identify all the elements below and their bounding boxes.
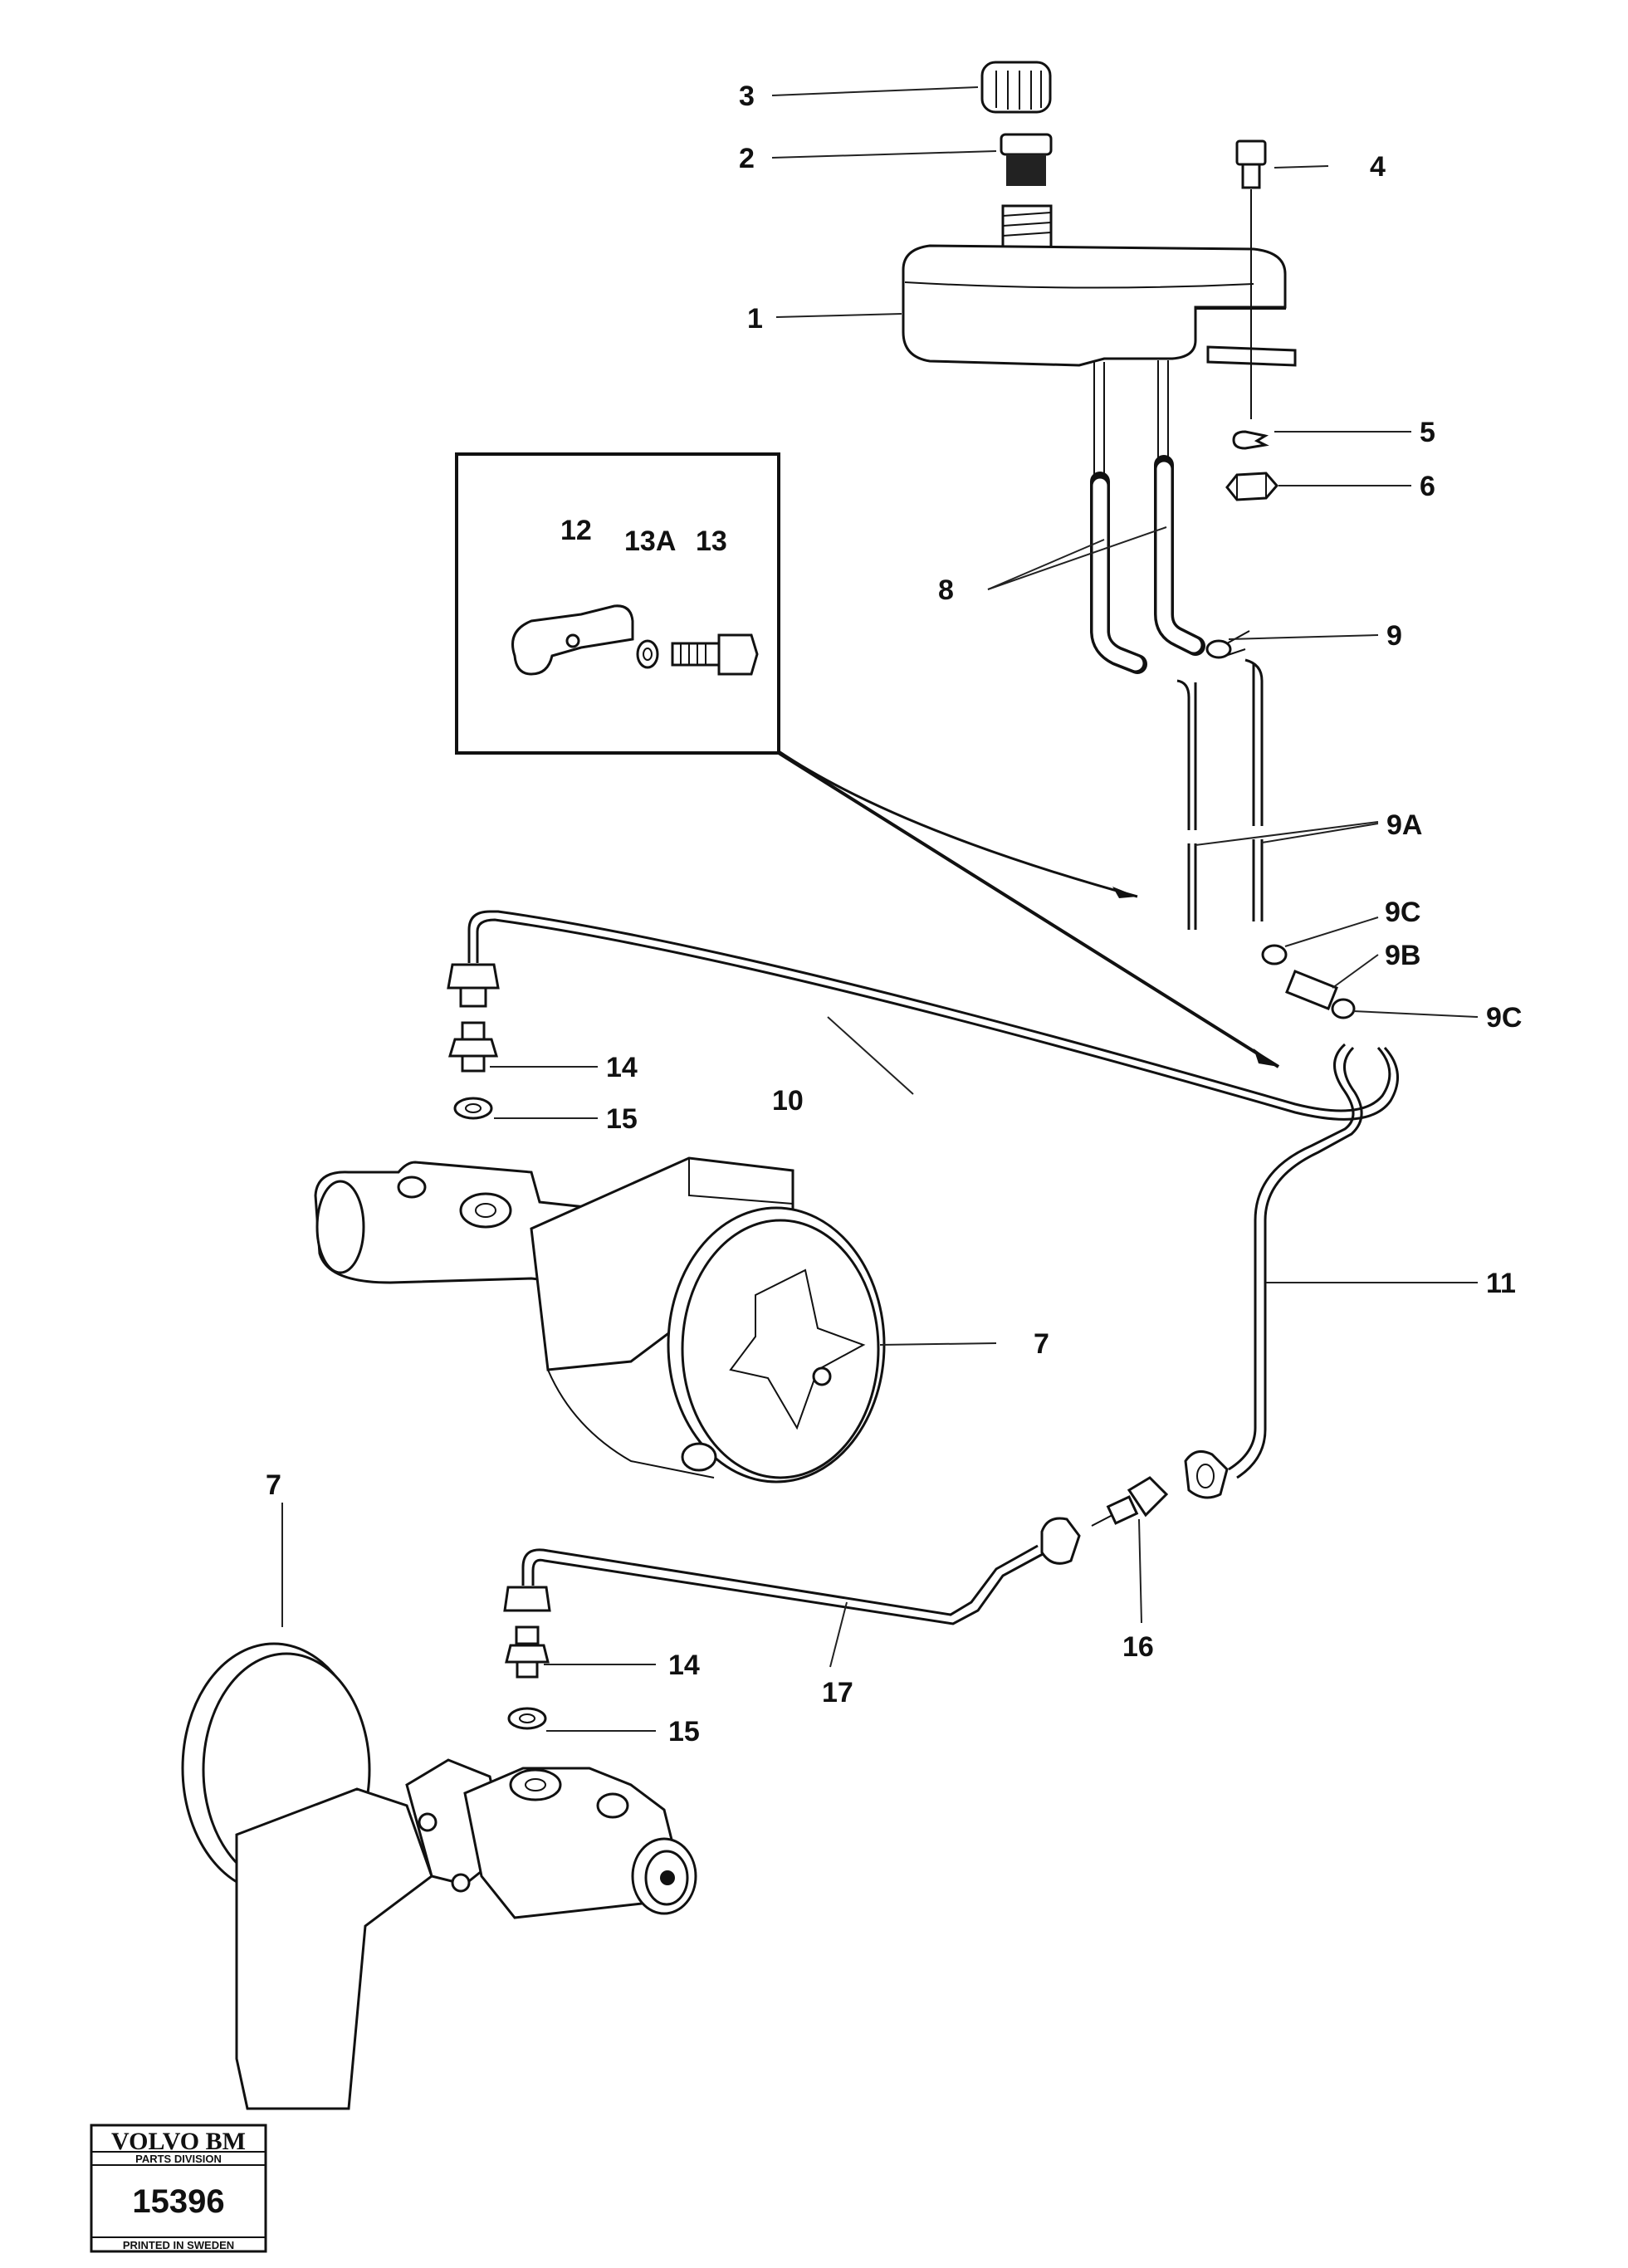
mounting-bolt <box>1235 139 1267 419</box>
callout-4: 4 <box>1370 151 1386 183</box>
callout-16: 16 <box>1122 1631 1154 1663</box>
reservoir-assembly <box>902 61 1297 501</box>
callout-12: 12 <box>560 515 592 546</box>
callout-9: 9 <box>1386 620 1402 652</box>
filter-strainer <box>1000 133 1053 186</box>
leader-lines <box>281 86 1479 1732</box>
callout-17: 17 <box>822 1677 853 1708</box>
stamp-printed: PRINTED IN SWEDEN <box>123 2239 234 2251</box>
lower-fitting <box>503 1586 551 1730</box>
hose-connector-assembly <box>1261 944 1356 1019</box>
callout-labels: 3 2 4 1 5 6 12 13A 13 8 9 9A 9C 9B 9C 14… <box>266 81 1522 1747</box>
callout-10: 10 <box>772 1085 804 1117</box>
callout-15-upper: 15 <box>606 1103 638 1135</box>
bleed-pipes <box>1176 658 1268 930</box>
hose-clamp <box>1205 630 1250 659</box>
callout-9b: 9B <box>1385 940 1420 971</box>
callout-13: 13 <box>696 525 727 557</box>
callout-14-lower: 14 <box>668 1650 700 1681</box>
callout-9c-bottom: 9C <box>1486 1002 1522 1034</box>
callout-7-lower: 7 <box>266 1469 281 1501</box>
upper-fitting <box>447 963 500 1120</box>
stamp-number: 15396 <box>132 2183 224 2220</box>
brake-pipe-10 <box>467 910 1399 1121</box>
return-hoses <box>1090 455 1205 674</box>
brake-pipe-11 <box>1228 1043 1363 1479</box>
parts-division-stamp: VOLVO BM PARTS DIVISION 15396 PRINTED IN… <box>90 2124 267 2253</box>
callout-13a: 13A <box>624 525 676 557</box>
detail-inset <box>455 452 1280 1068</box>
connector-16 <box>1040 1449 1229 1565</box>
callout-15-lower: 15 <box>668 1716 700 1747</box>
reservoir-cap <box>980 61 1052 114</box>
filler-neck <box>1001 204 1053 251</box>
callout-2: 2 <box>739 143 755 174</box>
callout-3: 3 <box>739 81 755 112</box>
callout-9c-top: 9C <box>1385 897 1420 928</box>
callout-8: 8 <box>938 574 954 606</box>
callout-14-upper: 14 <box>606 1052 638 1083</box>
stamp-division: PARTS DIVISION <box>135 2153 222 2165</box>
brake-pipe-17 <box>521 1544 1044 1625</box>
lock-washer <box>1232 430 1269 450</box>
master-cylinder-lower <box>181 1642 697 2110</box>
callout-7-upper: 7 <box>1034 1328 1049 1360</box>
callout-9a: 9A <box>1386 809 1422 841</box>
master-cylinder-upper <box>314 1156 886 1483</box>
hex-nut <box>1225 472 1278 501</box>
callout-5: 5 <box>1420 417 1435 448</box>
callout-11: 11 <box>1486 1268 1516 1299</box>
callout-1: 1 <box>747 303 763 335</box>
stamp-brand: VOLVO BM <box>111 2128 246 2155</box>
reservoir-tank <box>902 244 1297 480</box>
callout-6: 6 <box>1420 471 1435 502</box>
